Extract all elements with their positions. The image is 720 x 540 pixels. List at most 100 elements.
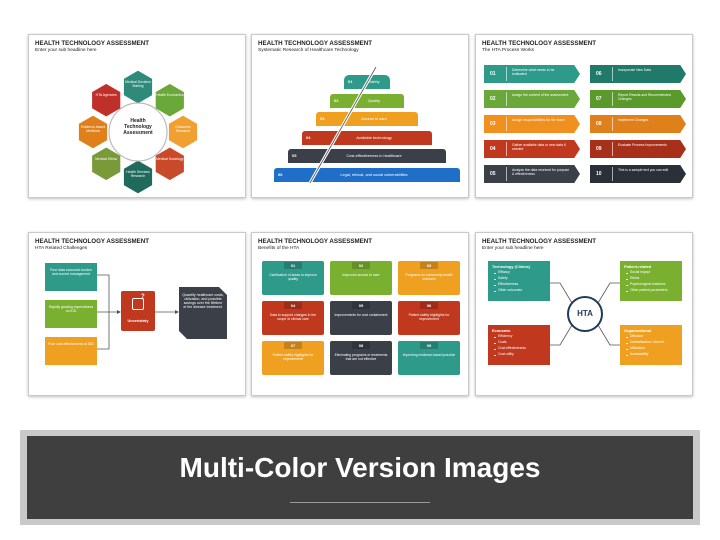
benefit-number: 02 xyxy=(358,263,364,268)
quadrant-title: Organizational xyxy=(624,328,652,333)
bullet-dot xyxy=(494,284,496,287)
petal-hexagon xyxy=(154,82,186,118)
step-number: 06 xyxy=(596,71,602,77)
slide-title: HEALTH TECHNOLOGY ASSESSMENT xyxy=(482,238,597,245)
benefit-card xyxy=(398,341,460,375)
level-label: Safety xyxy=(368,79,380,84)
step-label: Gather available data or new data if nee… xyxy=(512,143,566,151)
benefit-card xyxy=(330,341,392,375)
step-label: Evaluate Process Improvements xyxy=(618,143,667,147)
step-label: This is a sample text you can edit. xyxy=(618,168,670,172)
benefit-card xyxy=(398,261,460,295)
quadrant-item: Cost-effectiveness xyxy=(498,346,526,350)
benefit-card xyxy=(330,261,392,295)
step-divider xyxy=(506,92,507,106)
step-divider xyxy=(612,92,613,106)
bullet-dot xyxy=(494,342,496,345)
benefit-label: Patient safety highlights for improvemen… xyxy=(272,353,314,361)
pyramid-level xyxy=(274,167,460,182)
quadrant-title: Technology (Clinics) xyxy=(492,264,530,269)
bullet-dot xyxy=(626,336,628,339)
step-divider xyxy=(506,117,507,131)
quadrant-item: Centralization / decent. xyxy=(630,340,665,344)
quadrant-box xyxy=(488,325,550,365)
pyramid-level xyxy=(316,112,418,126)
challenge-box xyxy=(45,300,97,328)
benefit-number: 01 xyxy=(290,263,296,268)
quadrant-item: Diffusion xyxy=(630,334,644,338)
petal-hexagon xyxy=(90,82,122,118)
challenge-label: Poor data economic burden and current ma… xyxy=(50,268,92,276)
benefit-number-tab xyxy=(420,342,438,349)
question-mark-icon: ? xyxy=(141,294,145,300)
step-number: 10 xyxy=(596,171,602,177)
benefit-number-tab xyxy=(352,342,370,349)
petal-label: HTA Agencies xyxy=(95,93,117,98)
challenge-label: Rapidly growing expenditures on IDD xyxy=(48,305,94,313)
challenge-box xyxy=(45,263,97,291)
bullet-dot xyxy=(494,336,496,339)
step-divider xyxy=(506,167,507,181)
quadrant-item: Costs xyxy=(498,340,507,344)
benefit-card xyxy=(262,341,324,375)
quadrant-item: Other outcomes xyxy=(498,288,523,292)
quadrant-item: Efficacy xyxy=(498,270,510,274)
thinking-person-icon xyxy=(132,298,144,310)
step-label: Determine what needs to be evaluated xyxy=(512,68,555,76)
challenge-connectors xyxy=(97,274,179,350)
benefit-number-tab xyxy=(284,302,302,309)
benefit-label: Patient safety highlights for improvemen… xyxy=(408,313,450,321)
benefit-number: 06 xyxy=(426,303,432,308)
benefit-number: 08 xyxy=(358,343,364,348)
slide-subtitle: Systematic Research of Healthcare Techno… xyxy=(258,48,359,53)
benefit-label: Clarification of areas to improve qualit… xyxy=(269,273,317,281)
uncertainty-box: ? xyxy=(121,291,155,331)
step-number: 04 xyxy=(490,146,496,152)
benefit-label: Improved access to care xyxy=(342,273,380,277)
bullet-dot xyxy=(626,342,628,345)
slide-thumbnail-3[interactable]: HEALTH TECHNOLOGY ASSESSMENT The HTA Pro… xyxy=(475,34,693,198)
slide-thumbnail-5[interactable]: HEALTH TECHNOLOGY ASSESSMENT Benefits of… xyxy=(251,232,469,396)
process-step xyxy=(590,115,686,133)
petal-label: Medical Ethics xyxy=(95,156,118,161)
benefit-number-tab xyxy=(352,302,370,309)
bullet-dot xyxy=(494,354,496,357)
step-number: 08 xyxy=(596,121,602,127)
quadrant-box xyxy=(620,261,682,301)
step-divider xyxy=(612,142,613,156)
benefit-number: 09 xyxy=(426,343,432,348)
process-step xyxy=(484,140,580,158)
hta-connectors xyxy=(550,282,620,346)
bullet-dot xyxy=(494,348,496,351)
bullet-dot xyxy=(494,272,496,275)
step-label: Assign responsibilities for the team xyxy=(512,118,565,122)
bullet-dot xyxy=(626,290,628,293)
hta-petal-diagram xyxy=(77,69,199,195)
quadrant-item: Utilization xyxy=(630,346,645,350)
level-number: 06 xyxy=(278,171,283,177)
level-number: 04 xyxy=(306,134,311,140)
petal-hexagon xyxy=(77,114,109,150)
benefit-card xyxy=(398,301,460,335)
benefit-number: 07 xyxy=(290,343,296,348)
bullet-dot xyxy=(626,278,628,281)
slide-thumbnail-6[interactable]: HEALTH TECHNOLOGY ASSESSMENT Enter your … xyxy=(475,232,693,396)
benefit-number-tab xyxy=(420,262,438,269)
slide-thumbnail-4[interactable]: HEALTH TECHNOLOGY ASSESSMENT HTA Related… xyxy=(28,232,246,396)
petal-hexagon xyxy=(122,159,154,195)
slide-thumbnail-1[interactable]: HEALTH TECHNOLOGY ASSESSMENT Enter your … xyxy=(28,34,246,198)
benefit-label: Programs for community health outreach xyxy=(405,273,453,281)
step-label: Incorporate New Data xyxy=(618,68,651,72)
center-label: Health Technology Assessment xyxy=(123,118,153,136)
step-label: Implement Changes xyxy=(618,118,649,122)
level-number: 05 xyxy=(292,153,297,158)
quadrant-title: Economic xyxy=(492,328,511,333)
hta-center-label: HTA xyxy=(577,309,593,318)
banner-title: Multi-Color Version Images xyxy=(179,452,541,483)
quadrant-box xyxy=(488,261,550,301)
slide-thumbnail-2[interactable]: HEALTH TECHNOLOGY ASSESSMENT Systematic … xyxy=(251,34,469,198)
slide-title: HEALTH TECHNOLOGY ASSESSMENT xyxy=(482,40,597,47)
process-step xyxy=(484,90,580,108)
benefit-number: 04 xyxy=(290,303,296,308)
benefit-card xyxy=(262,301,324,335)
